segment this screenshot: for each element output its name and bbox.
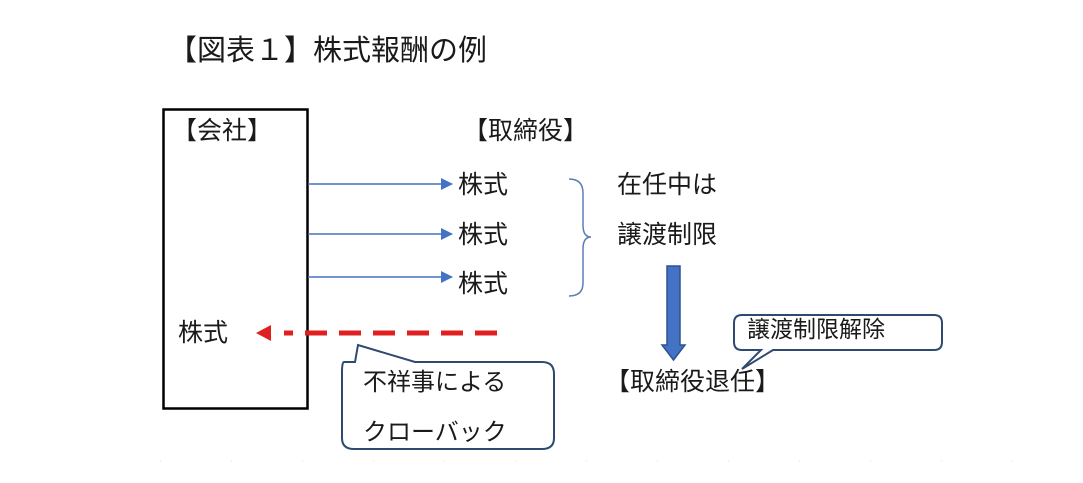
- release-callout-bubble: [733, 314, 943, 370]
- director-stock-2: 株式: [458, 220, 509, 249]
- company-box: [162, 108, 309, 410]
- director-label: 【取締役】: [463, 116, 589, 145]
- page-title: 【図表１】株式報酬の例: [168, 33, 488, 67]
- release-callout-text: 譲渡制限解除: [747, 317, 885, 343]
- restriction-brace: [568, 178, 592, 297]
- clawback-callout-line1: 不祥事による: [363, 368, 507, 396]
- director-stock-1: 株式: [458, 170, 509, 199]
- company-returned-stock: 株式: [178, 318, 229, 347]
- director-retirement-label: 【取締役退任】: [605, 367, 781, 396]
- director-stock-3: 株式: [458, 269, 509, 298]
- clawback-callout-bubble: [341, 343, 555, 450]
- release-down-arrow: [660, 265, 687, 362]
- restriction-text-line2: 譲渡制限: [617, 220, 718, 249]
- restriction-text-line1: 在任中は: [617, 170, 718, 199]
- clawback-callout-line2: クローバック: [363, 418, 507, 446]
- company-label: 【会社】: [172, 116, 273, 145]
- clawback-arrowhead: [256, 325, 271, 341]
